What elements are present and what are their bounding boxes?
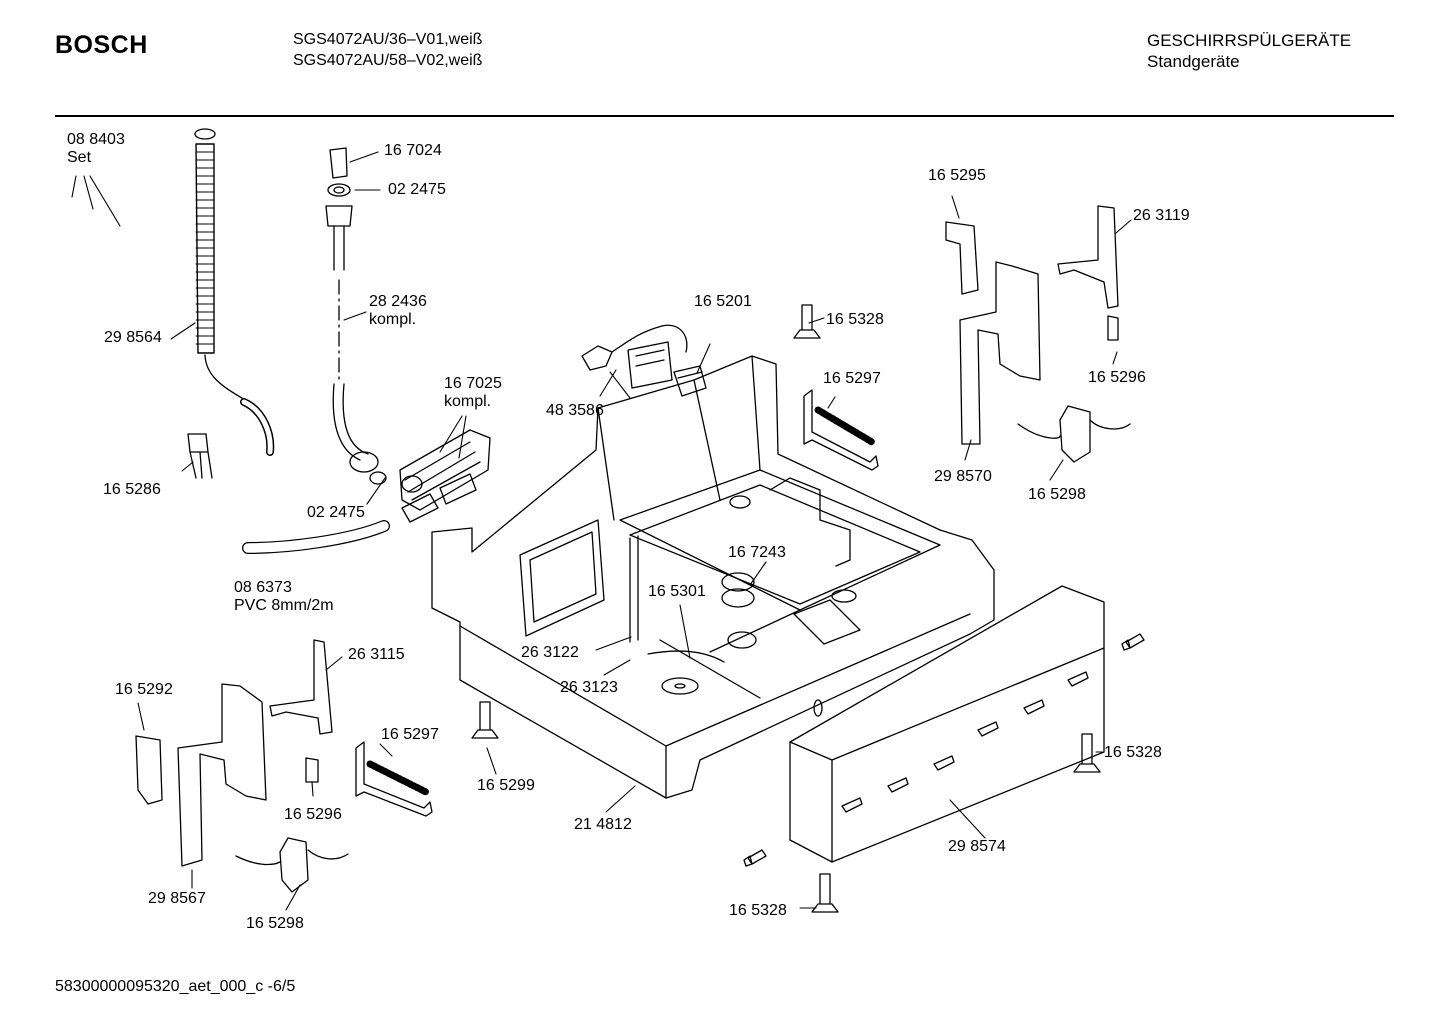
part-label-02-2475-top: 02 2475: [388, 181, 446, 198]
part-label-16-7024: 16 7024: [384, 142, 442, 159]
part-label-16-5201: 16 5201: [694, 293, 752, 310]
part-label-16-5301: 16 5301: [648, 583, 706, 600]
drain-hose: [195, 129, 270, 452]
springs: [356, 390, 878, 816]
part-label-29-8574: 29 8574: [948, 838, 1006, 855]
hose-clip: [188, 434, 212, 478]
part-label-26-3115: 26 3115: [348, 646, 405, 663]
part-label-16-5295: 16 5295: [928, 167, 986, 184]
part-label-21-4812: 21 4812: [574, 816, 632, 833]
screws: [472, 305, 1144, 912]
inlet-hose: [326, 148, 386, 484]
part-label-16-5297-left: 16 5297: [381, 726, 439, 743]
part-label-16-5328-bottom: 16 5328: [729, 902, 787, 919]
part-label-29-8564: 29 8564: [104, 329, 162, 346]
part-label-16-5298-left: 16 5298: [246, 915, 304, 932]
part-label-29-8567: 29 8567: [148, 890, 206, 907]
right-brackets: [946, 206, 1130, 462]
aquastop-valve: [400, 430, 490, 522]
part-label-16-5296-right: 16 5296: [1088, 369, 1146, 386]
wiring-harness: [582, 325, 706, 396]
part-label-16-5292: 16 5292: [115, 681, 173, 698]
part-label-16-5286: 16 5286: [103, 481, 161, 498]
kick-panel: [790, 586, 1104, 862]
part-label-26-3123: 26 3123: [560, 679, 618, 696]
left-brackets: [136, 640, 348, 892]
part-label-16-5328-top: 16 5328: [826, 311, 884, 328]
part-label-26-3122: 26 3122: [521, 644, 579, 661]
part-label-16-5328-right: 16 5328: [1104, 744, 1162, 761]
part-label-48-3586: 48 3586: [546, 402, 604, 419]
part-label-29-8570: 29 8570: [934, 468, 992, 485]
brand-logo: BOSCH: [55, 31, 148, 59]
document-id: 58300000095320_aet_000_c -6/5: [55, 978, 296, 995]
pvc-hose: [248, 526, 384, 548]
leader-lines: [72, 152, 1131, 910]
part-label-26-3119: 26 3119: [1133, 207, 1190, 224]
model-number-1: SGS4072AU/36–V01,weiß: [293, 31, 483, 48]
part-label-16-7243: 16 7243: [728, 544, 786, 561]
part-label-16-5297-right: 16 5297: [823, 370, 881, 387]
header-rule: [55, 115, 1394, 117]
product-subcategory: Standgeräte: [1147, 52, 1240, 71]
base-tub: [432, 356, 994, 798]
model-number-2: SGS4072AU/58–V02,weiß: [293, 52, 483, 69]
part-label-16-5298-right: 16 5298: [1028, 486, 1086, 503]
part-label-02-2475-bottom: 02 2475: [307, 504, 365, 521]
part-label-16-5296-left: 16 5296: [284, 806, 342, 823]
product-category: GESCHIRRSPÜLGERÄTE: [1147, 31, 1352, 50]
part-label-16-5299: 16 5299: [477, 777, 535, 794]
